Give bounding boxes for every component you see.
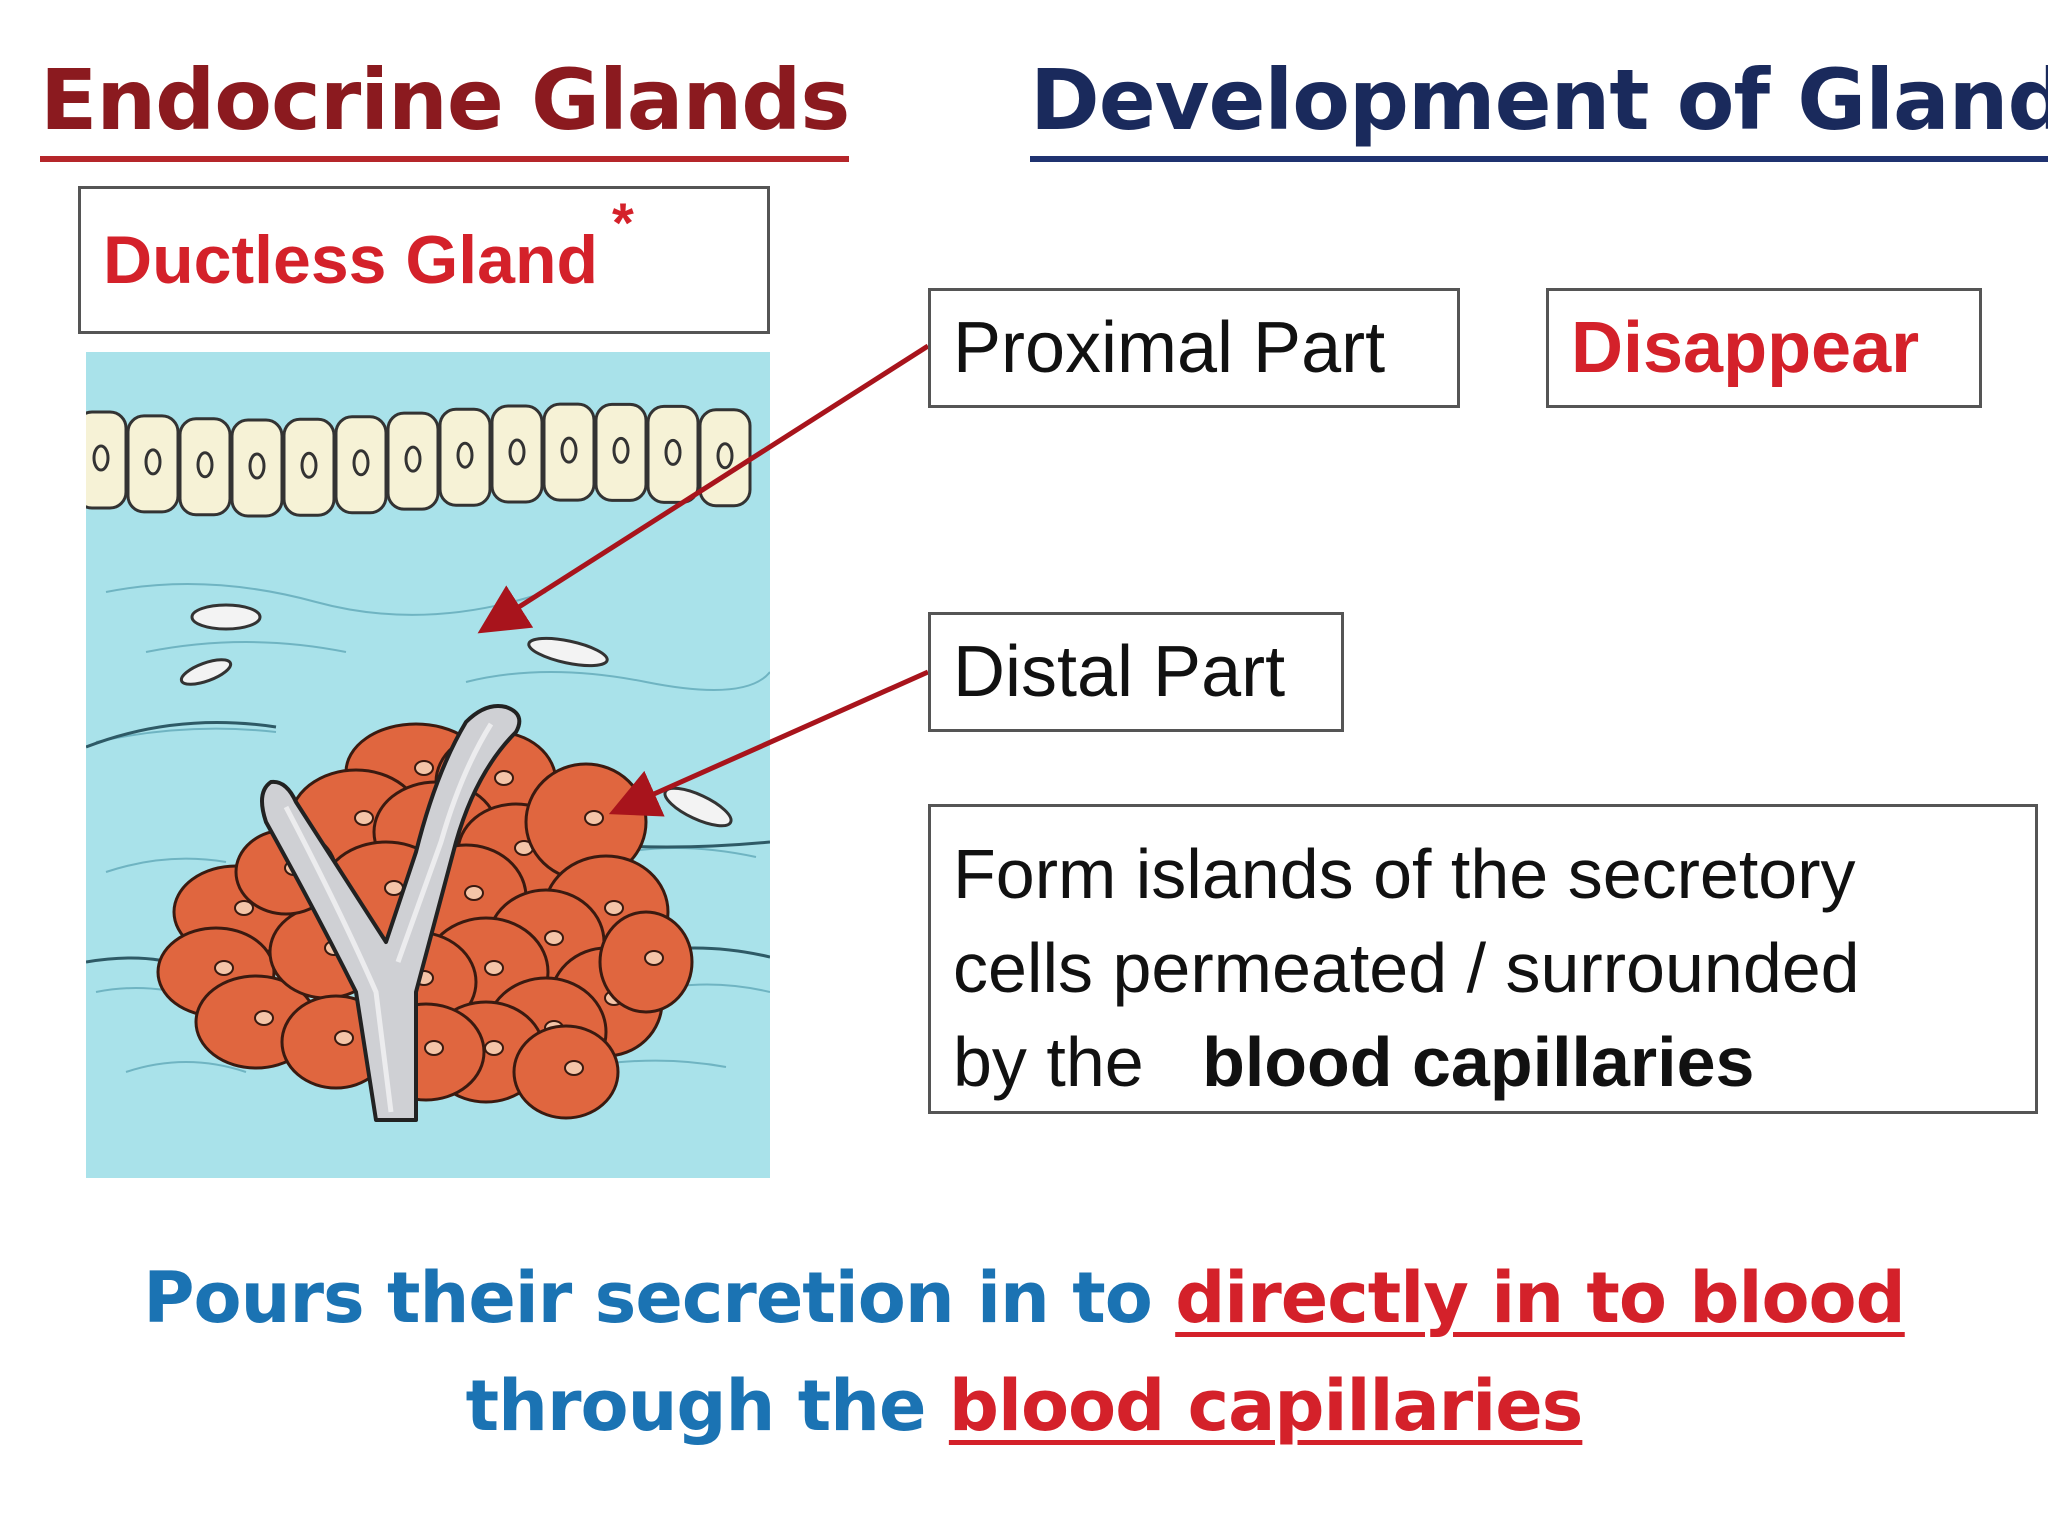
gland-duct [260, 704, 522, 1122]
gland-duct-lumen [283, 722, 494, 1113]
epithelial-cell [334, 415, 388, 515]
bottom-line-2: through the blood capillaries [0, 1352, 2048, 1460]
epithelial-cell [542, 402, 596, 502]
epithelial-nucleus [92, 444, 110, 472]
secretory-cell-nucleus [214, 960, 234, 976]
bottom-text-part-4: blood capillaries [948, 1365, 1583, 1447]
vessel-2 [527, 636, 609, 668]
secretory-cell-nucleus [254, 1010, 274, 1026]
epithelial-cell [126, 414, 180, 514]
secretory-cell-nucleus [564, 1060, 584, 1076]
secretory-cell-nucleus [414, 760, 434, 776]
epithelial-cell [282, 417, 336, 517]
secretory-cell-nucleus [234, 900, 254, 916]
disappear-box: Disappear [1546, 288, 1982, 408]
ductless-gland-box: Ductless Gland * [78, 186, 770, 334]
epithelial-nucleus [456, 441, 474, 469]
epithelial-nucleus [352, 449, 370, 477]
secretory-cell-nucleus [484, 960, 504, 976]
epithelial-cell [86, 410, 128, 510]
title-endocrine-glands: Endocrine Glands [40, 58, 850, 162]
description-line-3: by the blood capillaries [953, 1015, 2035, 1109]
asterisk-mark: * [612, 190, 634, 254]
description-box: Form islands of the secretory cells perm… [928, 804, 2038, 1114]
secretory-cell-nucleus [604, 900, 624, 916]
epithelial-cell [698, 408, 752, 508]
vessel-4 [179, 658, 233, 686]
epithelial-nucleus [404, 445, 422, 473]
distal-part-label: Distal Part [953, 632, 1286, 712]
epithelial-cell [594, 402, 648, 502]
proximal-part-label: Proximal Part [953, 308, 1386, 388]
secretory-cell-nucleus [494, 770, 514, 786]
description-line-2: cells permeated / surrounded [953, 929, 1860, 1007]
secretory-cell-nucleus [354, 810, 374, 826]
secretory-cell-nucleus [334, 1030, 354, 1046]
bottom-line-1: Pours their secretion in to directly in … [0, 1244, 2048, 1352]
secretory-cell-nucleus [464, 885, 484, 901]
epithelial-nucleus [300, 451, 318, 479]
epithelial-cell [386, 411, 440, 511]
secretory-cell-nucleus [584, 810, 604, 826]
epithelial-cell [646, 404, 700, 504]
epithelial-cell [490, 404, 544, 504]
secretory-cell-nucleus [644, 950, 664, 966]
disappear-label: Disappear [1571, 308, 1920, 388]
epithelial-cell [178, 417, 232, 517]
epithelial-nucleus [196, 451, 214, 479]
title-development-of-glands: Development of Glands [1030, 58, 2048, 162]
vessel-1 [190, 603, 262, 631]
secretory-cell-nucleus [484, 1040, 504, 1056]
bottom-caption: Pours their secretion in to directly in … [0, 1244, 2048, 1460]
proximal-part-box: Proximal Part [928, 288, 1460, 408]
epithelial-cell [230, 418, 284, 518]
distal-part-box: Distal Part [928, 612, 1344, 732]
ductless-gland-label: Ductless Gland [103, 222, 599, 298]
description-line-3-prefix: by the [953, 1023, 1144, 1101]
bottom-text-part-1: Pours their secretion in to [143, 1257, 1176, 1339]
gland-illustration [86, 352, 770, 1178]
bottom-text-part-3: through the [465, 1365, 949, 1447]
secretory-cell-nucleus [544, 930, 564, 946]
epithelial-nucleus [248, 452, 266, 480]
description-line-1: Form islands of the secretory [953, 835, 1856, 913]
epithelial-nucleus [144, 448, 162, 476]
description-line-3-bold: blood capillaries [1202, 1023, 1755, 1101]
bottom-text-part-2: directly in to blood [1175, 1257, 1906, 1339]
secretory-cell-nucleus [424, 1040, 444, 1056]
epithelial-cell [438, 407, 492, 507]
